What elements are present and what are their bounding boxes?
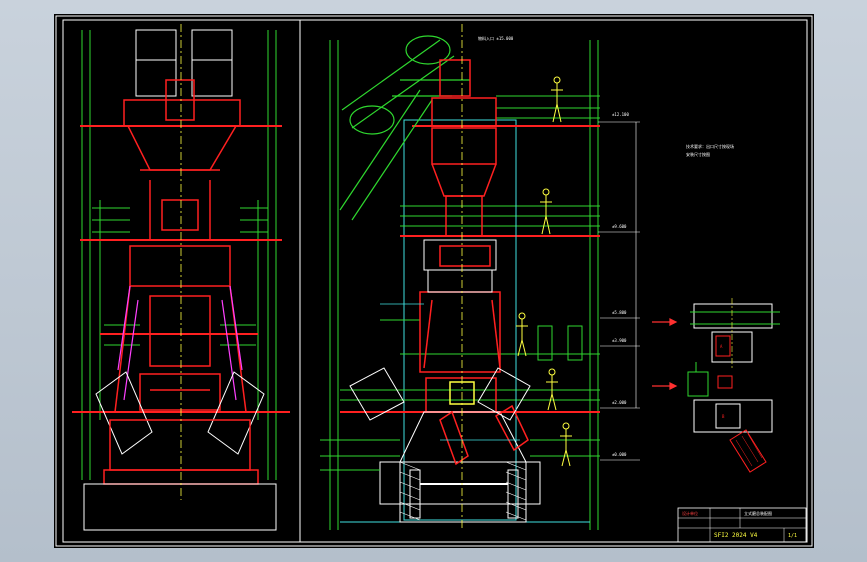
- title-block: 设计单位 立式磨总装配图 SFI2 2024 V4 1/1: [677, 507, 807, 543]
- title-drawing-number: SFI2 2024 V4: [714, 532, 758, 539]
- drawing-sheet: [54, 14, 814, 548]
- level-label-6: ±0.000: [612, 452, 627, 457]
- level-label-5: ±2.000: [612, 400, 627, 405]
- title-sheet-info: 1/1: [788, 533, 797, 539]
- level-label-2: ±9.600: [612, 224, 627, 229]
- level-label-1: ±12.100: [612, 112, 629, 117]
- sheet-border-outer: [55, 15, 813, 547]
- title-company: 设计单位: [682, 510, 698, 516]
- top-note: 物料入口 ±15.000: [478, 35, 514, 41]
- operator-figures: [516, 76, 572, 467]
- sheet-border-inner: [62, 19, 808, 543]
- note-line-1: 技术要求：出口尺寸按现场: [686, 143, 734, 149]
- note-line-2: 安装尺寸按图: [686, 151, 710, 157]
- detail-views: A B: [652, 298, 780, 473]
- detail-label-b: B: [722, 414, 725, 419]
- detail-label-a: A: [720, 344, 723, 349]
- side-elevation-view: [72, 24, 290, 531]
- front-elevation-view: [320, 24, 640, 530]
- level-label-4: ±3.900: [612, 338, 627, 343]
- title-project-name: 立式磨总装配图: [744, 510, 772, 516]
- level-label-3: ±5.800: [612, 310, 627, 315]
